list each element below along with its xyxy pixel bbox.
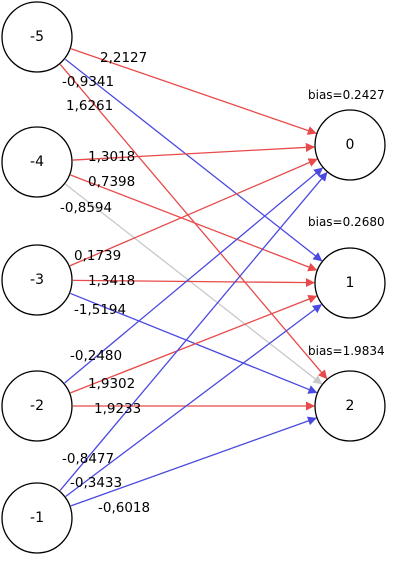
input-node-circle (1, 482, 73, 554)
edge--2-to-0 (64, 167, 324, 384)
weight-label: -0,9341 (62, 74, 114, 90)
input-node-label: -1 (30, 510, 44, 526)
edge--1-to-1 (65, 304, 322, 497)
edge--4-to-0 (72, 142, 315, 161)
output-node-circle (314, 109, 386, 181)
weight-label: 1,9302 (88, 376, 135, 392)
weight-label: -0,8477 (62, 451, 114, 467)
edge--3-to-2 (70, 292, 318, 394)
weight-label: 1,3018 (88, 149, 135, 165)
input-node-circle (1, 126, 73, 198)
input-node: -1 (1, 482, 73, 554)
edge--5-to-2 (59, 64, 328, 380)
output-node-label: 2 (346, 398, 355, 414)
weight-label: -0,2480 (70, 348, 122, 364)
output-node-label: 0 (346, 137, 355, 153)
weight-label: 0,1739 (74, 248, 121, 264)
edge--5-to-1 (64, 58, 323, 262)
edge--2-to-1 (70, 294, 318, 394)
output-node: 0 (314, 109, 386, 181)
input-node: -4 (1, 126, 73, 198)
weight-label: 1,9233 (94, 401, 141, 417)
input-node: -5 (1, 1, 73, 73)
input-node: -3 (1, 244, 73, 316)
edge--3-to-1 (72, 278, 315, 288)
edge--4-to-2 (64, 183, 323, 385)
output-node: 1 (314, 247, 386, 319)
output-node: 2 (314, 370, 386, 442)
weight-label: -0,6018 (98, 500, 150, 516)
labels-layer: 2,2127 -0,9341 1,6261 1,3018 0,7398 -0,8594 0,… (60, 50, 385, 516)
edge--1-to-2 (70, 416, 317, 507)
output-node-circle (314, 370, 386, 442)
input-node-label: -2 (30, 398, 44, 414)
edges-layer (59, 48, 328, 507)
input-node-label: -3 (30, 272, 44, 288)
weight-label: 2,2127 (100, 50, 147, 66)
edge--1-to-0 (59, 171, 328, 491)
weight-label: -0,3433 (70, 475, 122, 491)
weight-label: -0,8594 (60, 200, 112, 216)
edge--3-to-0 (69, 158, 318, 267)
nodes-layer: -5 -4 -3 -2 -1 0 1 2 (1, 1, 386, 554)
weight-label: 0,7398 (88, 174, 135, 190)
bias-label: bias=1.9834 (308, 344, 385, 358)
input-node-circle (1, 1, 73, 73)
input-node-label: -4 (30, 154, 44, 170)
input-node-circle (1, 244, 73, 316)
output-node-circle (314, 247, 386, 319)
input-node: -2 (1, 370, 73, 442)
input-node-circle (1, 370, 73, 442)
bias-label: bias=0.2680 (308, 215, 385, 229)
edge--5-to-0 (70, 48, 317, 135)
weight-label: -1,5194 (74, 302, 126, 318)
input-node-label: -5 (30, 29, 44, 45)
weight-label: 1,6261 (66, 98, 113, 114)
bias-label: bias=0.2427 (308, 88, 385, 102)
weight-label: 1,3418 (88, 273, 135, 289)
output-node-label: 1 (346, 275, 355, 291)
edge--4-to-1 (70, 174, 318, 272)
